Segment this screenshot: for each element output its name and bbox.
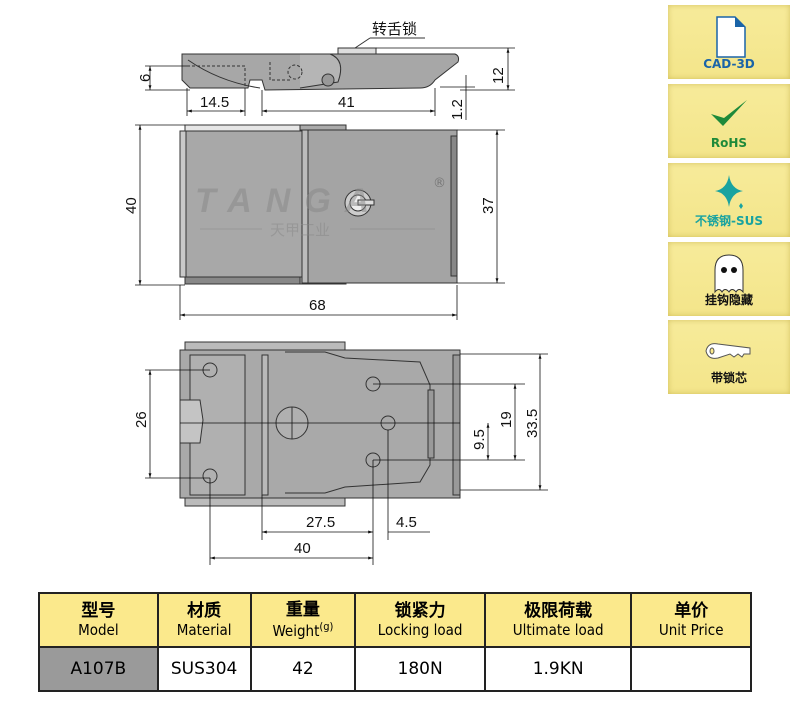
registered-mark: ® — [433, 176, 446, 191]
technical-drawing: 转舌锁 6 14.5 41 12 1.2 TANGA 天甲工业 ® — [123, 21, 548, 565]
ghost-icon — [714, 254, 744, 294]
dim-27-5: 27.5 — [306, 514, 335, 531]
dim-37: 37 — [480, 197, 497, 214]
sparkle-icon — [715, 175, 743, 209]
cell-locking-load: 180N — [354, 646, 486, 692]
dim-19: 19 — [498, 411, 515, 428]
dim-41: 41 — [338, 94, 355, 111]
badge-stainless-steel: 不锈钢-SUS — [668, 163, 790, 237]
svg-text:TANGA: TANGA — [195, 182, 383, 220]
dim-4-5: 4.5 — [396, 514, 417, 531]
bottom-view — [179, 341, 461, 507]
dim-40-height: 40 — [123, 197, 140, 214]
badge-rohs: RoHS — [668, 84, 790, 158]
cell-weight: 42 — [249, 646, 357, 692]
dim-68: 68 — [309, 297, 326, 314]
key-icon — [705, 343, 751, 359]
watermark: TANGA 天甲工业 — [195, 182, 435, 239]
dim-33-5: 33.5 — [524, 409, 541, 438]
dim-9-5: 9.5 — [471, 429, 488, 450]
table-row: A107B SUS304 42 180N 1.9KN — [38, 646, 752, 692]
dim-12: 12 — [490, 67, 507, 84]
cell-material: SUS304 — [156, 646, 252, 692]
svg-text:天甲工业: 天甲工业 — [270, 221, 330, 239]
badge-hidden-hook: 挂钩隐藏 — [668, 242, 790, 316]
cell-unit-price — [630, 646, 752, 692]
dim-6: 6 — [137, 74, 154, 82]
dim-26: 26 — [133, 411, 150, 428]
cell-model: A107B — [38, 646, 159, 692]
side-view — [181, 37, 460, 91]
tongue-label: 转舌锁 — [372, 21, 417, 38]
dim-40-width: 40 — [294, 540, 311, 557]
checkmark-icon — [711, 100, 747, 126]
document-icon — [716, 16, 746, 58]
dim-1-2: 1.2 — [449, 99, 466, 120]
top-view — [179, 124, 458, 285]
badge-cad-3d: CAD-3D — [668, 5, 790, 79]
badge-with-lock-core: 带锁芯 — [668, 320, 790, 394]
dim-14-5: 14.5 — [200, 94, 229, 111]
cell-ultimate-load: 1.9KN — [483, 646, 633, 692]
